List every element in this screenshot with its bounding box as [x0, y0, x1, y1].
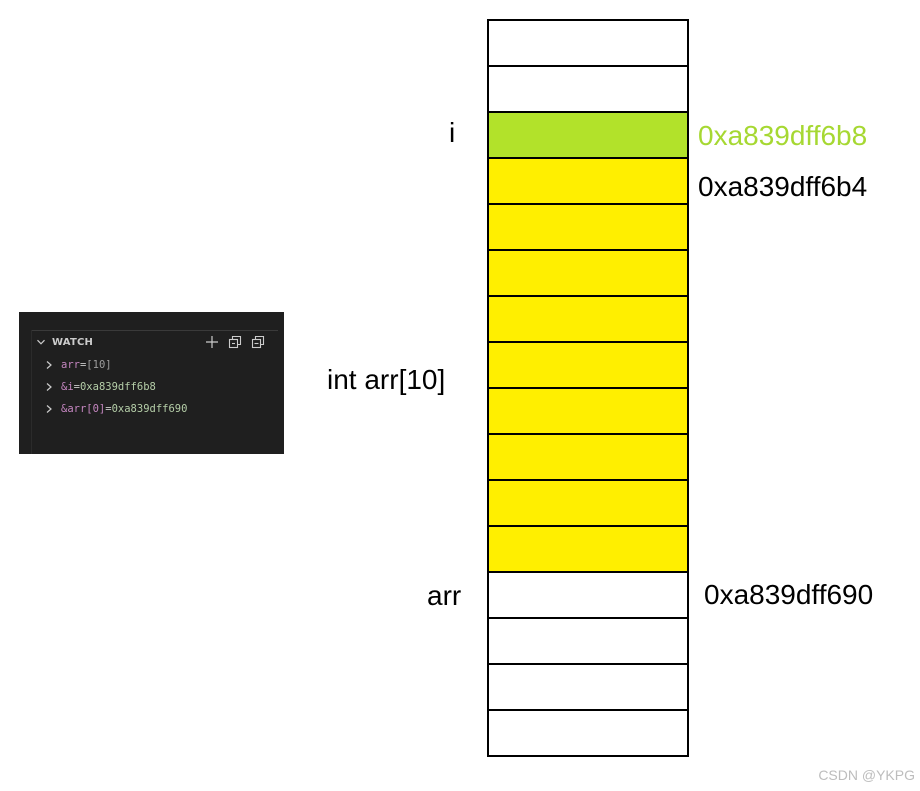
- memory-cell: [489, 665, 687, 711]
- chevron-down-icon[interactable]: [35, 336, 47, 348]
- watch-item-name: &arr[0]: [61, 403, 106, 415]
- memory-cell: [489, 205, 687, 251]
- memory-cell: [489, 159, 687, 205]
- indent-guide: [31, 330, 32, 454]
- watch-header[interactable]: WATCH: [35, 334, 266, 350]
- watch-panel: WATCH: [19, 312, 284, 454]
- memory-cell: [489, 573, 687, 619]
- memory-cell: [489, 113, 687, 159]
- memory-cell: [489, 435, 687, 481]
- address-below-i: 0xa839dff6b4: [698, 171, 868, 202]
- variable-label-arr: arr: [427, 580, 462, 611]
- memory-cell: [489, 251, 687, 297]
- watch-item-name: &i: [61, 381, 74, 393]
- memory-stack: [487, 19, 689, 757]
- variable-label-i: i: [449, 117, 456, 148]
- chevron-right-icon[interactable]: [45, 404, 55, 414]
- watch-item-value: 0xa839dff6b8: [79, 381, 156, 393]
- watch-item-value: [10]: [86, 359, 112, 371]
- watch-item-equals: =: [73, 381, 80, 393]
- watch-list: arr = [10] &i = 0xa839dff6b8 &arr[0] = 0…: [45, 354, 187, 420]
- watch-item[interactable]: arr = [10]: [45, 354, 187, 376]
- memory-cell: [489, 527, 687, 573]
- add-icon[interactable]: [204, 334, 220, 350]
- memory-cell: [489, 21, 687, 67]
- watch-item[interactable]: &arr[0] = 0xa839dff690: [45, 398, 187, 420]
- watch-title: WATCH: [52, 336, 94, 348]
- watch-item-name: arr: [61, 359, 80, 371]
- memory-cell: [489, 67, 687, 113]
- watch-item-value: 0xa839dff690: [111, 403, 188, 415]
- watch-item-equals: =: [105, 403, 112, 415]
- watch-actions: [204, 334, 266, 350]
- memory-cell: [489, 389, 687, 435]
- memory-cell: [489, 711, 687, 757]
- refresh-all-icon[interactable]: [227, 334, 243, 350]
- memory-cell: [489, 481, 687, 527]
- memory-cell: [489, 343, 687, 389]
- memory-cell: [489, 297, 687, 343]
- memory-cell: [489, 619, 687, 665]
- address-arr: 0xa839dff690: [704, 579, 874, 610]
- chevron-right-icon[interactable]: [45, 382, 55, 392]
- watch-item[interactable]: &i = 0xa839dff6b8: [45, 376, 187, 398]
- panel-divider: [31, 330, 278, 331]
- watermark: CSDN @YKPG: [818, 767, 915, 783]
- watch-item-equals: =: [79, 359, 87, 371]
- chevron-right-icon[interactable]: [45, 360, 55, 370]
- collapse-all-icon[interactable]: [250, 334, 266, 350]
- array-declaration-label: int arr[10]: [327, 364, 446, 395]
- address-i: 0xa839dff6b8: [698, 120, 868, 151]
